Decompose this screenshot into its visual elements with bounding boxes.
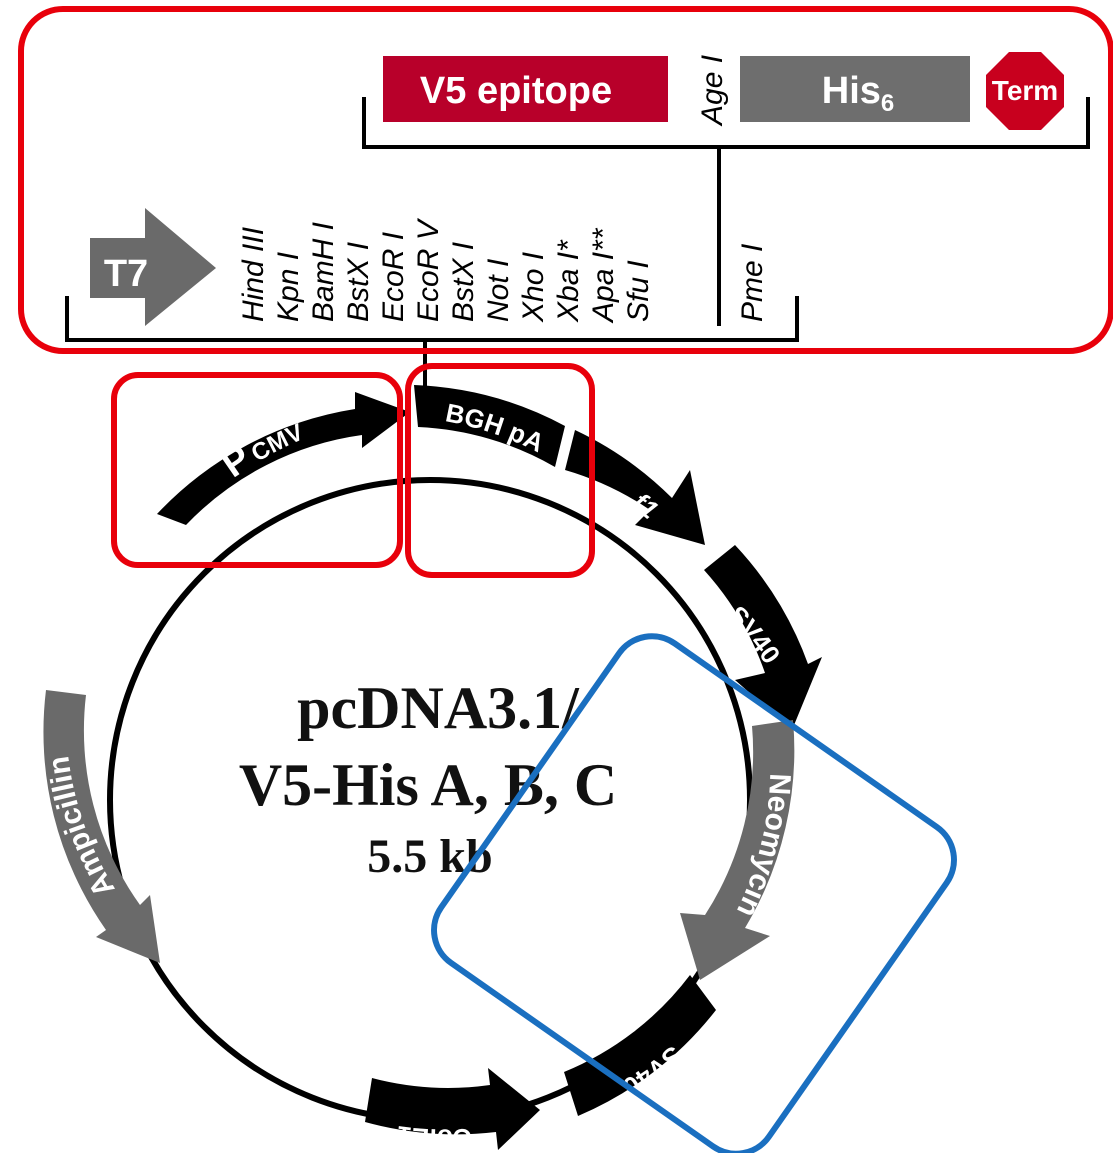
mcs-site-bamhi: BamH I bbox=[307, 222, 340, 322]
term-label: Term bbox=[992, 75, 1058, 106]
mcs-site-xhoi: Xho I bbox=[517, 252, 550, 323]
cole1-feature-arrow bbox=[365, 1068, 540, 1150]
neomycin-feature-arrow bbox=[680, 720, 795, 980]
mcs-site-kpni: Kpn I bbox=[272, 252, 305, 322]
highlight-box-mcs bbox=[18, 6, 1113, 354]
f1-feature-arrow bbox=[565, 430, 705, 545]
mcs-site-bstxi-2: BstX I bbox=[447, 242, 480, 322]
mcs-site-sfui: Sfu I bbox=[622, 260, 655, 322]
mcs-site-apai: Apa I** bbox=[587, 227, 620, 324]
mcs-bracket bbox=[65, 296, 799, 342]
svg-text:His6: His6 bbox=[822, 70, 895, 117]
plasmid-name-line1: pcDNA3.1/ bbox=[297, 675, 580, 741]
ampicillin-feature-arrow bbox=[43, 690, 160, 963]
v5-epitope-box bbox=[383, 56, 668, 122]
highlight-box-bgh bbox=[405, 363, 595, 578]
mcs-site-noti: Not I bbox=[482, 259, 515, 322]
svg-text:ColE1: ColE1 bbox=[395, 1120, 473, 1153]
sv40-upper-feature-arrow bbox=[704, 545, 822, 730]
mcs-site-ecori: EcoR I bbox=[377, 232, 410, 322]
v5-epitope-label: V5 epitope bbox=[420, 70, 612, 112]
mcs-site-xbai: Xba I* bbox=[552, 239, 585, 323]
bgh-feature-arrow bbox=[414, 385, 565, 467]
highlight-box-neomycin bbox=[431, 633, 957, 1153]
mcs-site-ecorv: EcoR V bbox=[412, 217, 445, 322]
term-stop-octagon bbox=[986, 52, 1064, 130]
tag-bracket bbox=[362, 97, 1090, 149]
mcs-site-hindiii: Hind III bbox=[237, 227, 270, 322]
plasmid-size: 5.5 kb bbox=[367, 830, 492, 883]
cole1-label: ColE1 bbox=[395, 1120, 473, 1153]
mcs-site-list: Hind III Kpn I BamH I BstX I EcoR I EcoR… bbox=[237, 217, 655, 324]
sv40-lower-feature-arrow bbox=[564, 975, 716, 1116]
mcs-site-bstxi-1: BstX I bbox=[342, 242, 375, 322]
mcs-site-pmei: Pme I bbox=[736, 244, 769, 322]
t7-label: T7 bbox=[104, 253, 148, 295]
pcmv-feature-arrow bbox=[157, 392, 410, 525]
his-tag-label: His bbox=[822, 70, 881, 112]
plasmid-name-line2: V5-His A, B, C bbox=[239, 752, 617, 818]
his-tag-subscript: 6 bbox=[881, 90, 894, 117]
his-tag-box bbox=[740, 56, 970, 122]
highlight-box-pcmv bbox=[111, 372, 403, 568]
age-site-label: Age I bbox=[696, 55, 729, 127]
t7-promoter-arrow bbox=[90, 208, 216, 326]
